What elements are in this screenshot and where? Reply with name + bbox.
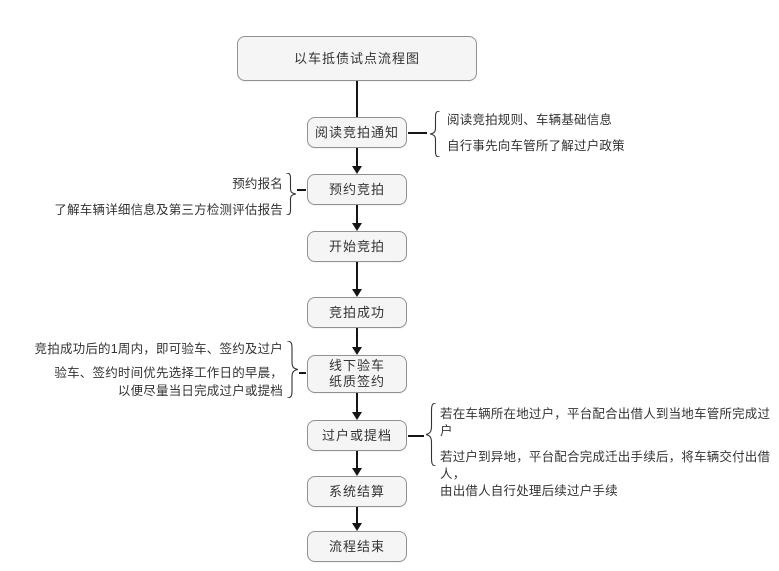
note-transfer: 若在车辆所在地过户，平台配合出借人到当地车管所完成过户 若过户到异地，平台配合完…: [440, 406, 778, 500]
arrow-down-icon: [352, 468, 362, 476]
node-label: 阅读竞拍通知: [314, 124, 399, 140]
node-start-bid[interactable]: 开始竞拍: [307, 231, 407, 262]
note-line: 竞拍成功后的1周内，即可验车、签约及过户: [34, 342, 283, 356]
flow-line: [356, 81, 358, 117]
arrow-down-icon: [352, 412, 362, 420]
node-reserve[interactable]: 预约竞拍: [307, 174, 407, 205]
node-label: 纸质签约: [328, 374, 385, 389]
node-inspect-sign[interactable]: 线下验车 纸质签约: [307, 355, 407, 393]
curly-brace-left-icon: [426, 403, 437, 466]
note-read-notice: 阅读竞拍规则、车辆基础信息 自行事先向车管所了解过户政策: [447, 112, 667, 155]
node-label: 竞拍成功: [328, 304, 385, 320]
note-line: 由出借人自行处理后续过户手续: [440, 484, 618, 498]
node-label: 线下验车: [328, 358, 385, 373]
note-connector: [297, 189, 306, 191]
node-label: 开始竞拍: [328, 238, 385, 254]
node-bid-success[interactable]: 竞拍成功: [307, 297, 407, 328]
note-connector: [408, 132, 427, 134]
arrow-down-icon: [352, 289, 362, 297]
note-line: 自行事先向车管所了解过户政策: [447, 139, 625, 153]
arrow-down-icon: [352, 223, 362, 231]
flow-line: [356, 393, 358, 413]
note-line: 以便尽量当日完成过户或提档: [117, 384, 283, 398]
note-line: 若过户到异地，平台配合完成迁出手续后，将车辆交付出借人，: [440, 450, 771, 481]
arrow-down-icon: [352, 523, 362, 531]
flow-line: [356, 328, 358, 348]
node-label: 以车抵债试点流程图: [293, 50, 420, 66]
flow-line: [356, 451, 358, 469]
note-line: 验车、签约时间优先选择工作日的早晨，: [54, 366, 283, 380]
node-label: 过户或提档: [321, 427, 392, 443]
note-reserve: 预约报名 了解车辆详细信息及第三方检测评估报告: [45, 176, 283, 219]
flow-line: [356, 205, 358, 224]
note-inspect: 竞拍成功后的1周内，即可验车、签约及过户 验车、签约时间优先选择工作日的早晨， …: [30, 341, 283, 400]
flow-line: [356, 262, 358, 290]
curly-brace-right-icon: [286, 341, 298, 398]
node-label: 预约竞拍: [328, 181, 385, 197]
node-label: 系统结算: [328, 483, 385, 499]
curly-brace-right-icon: [285, 173, 296, 215]
note-line: 了解车辆详细信息及第三方检测评估报告: [54, 203, 283, 217]
note-connector: [408, 435, 424, 437]
node-read-notice[interactable]: 阅读竞拍通知: [307, 117, 407, 148]
node-label: 流程结束: [328, 538, 385, 554]
node-transfer[interactable]: 过户或提档: [307, 420, 407, 451]
node-settlement[interactable]: 系统结算: [307, 476, 407, 507]
flow-line: [356, 148, 358, 167]
node-end[interactable]: 流程结束: [307, 531, 407, 562]
flow-line: [356, 507, 358, 524]
note-line: 预约报名: [232, 177, 283, 191]
note-line: 阅读竞拍规则、车辆基础信息: [447, 113, 613, 127]
arrow-down-icon: [352, 347, 362, 355]
node-title[interactable]: 以车抵债试点流程图: [237, 36, 477, 81]
curly-brace-left-icon: [430, 111, 441, 157]
note-line: 若在车辆所在地过户，平台配合出借人到当地车管所完成过户: [440, 407, 771, 438]
arrow-down-icon: [352, 166, 362, 174]
note-connector: [299, 372, 306, 374]
